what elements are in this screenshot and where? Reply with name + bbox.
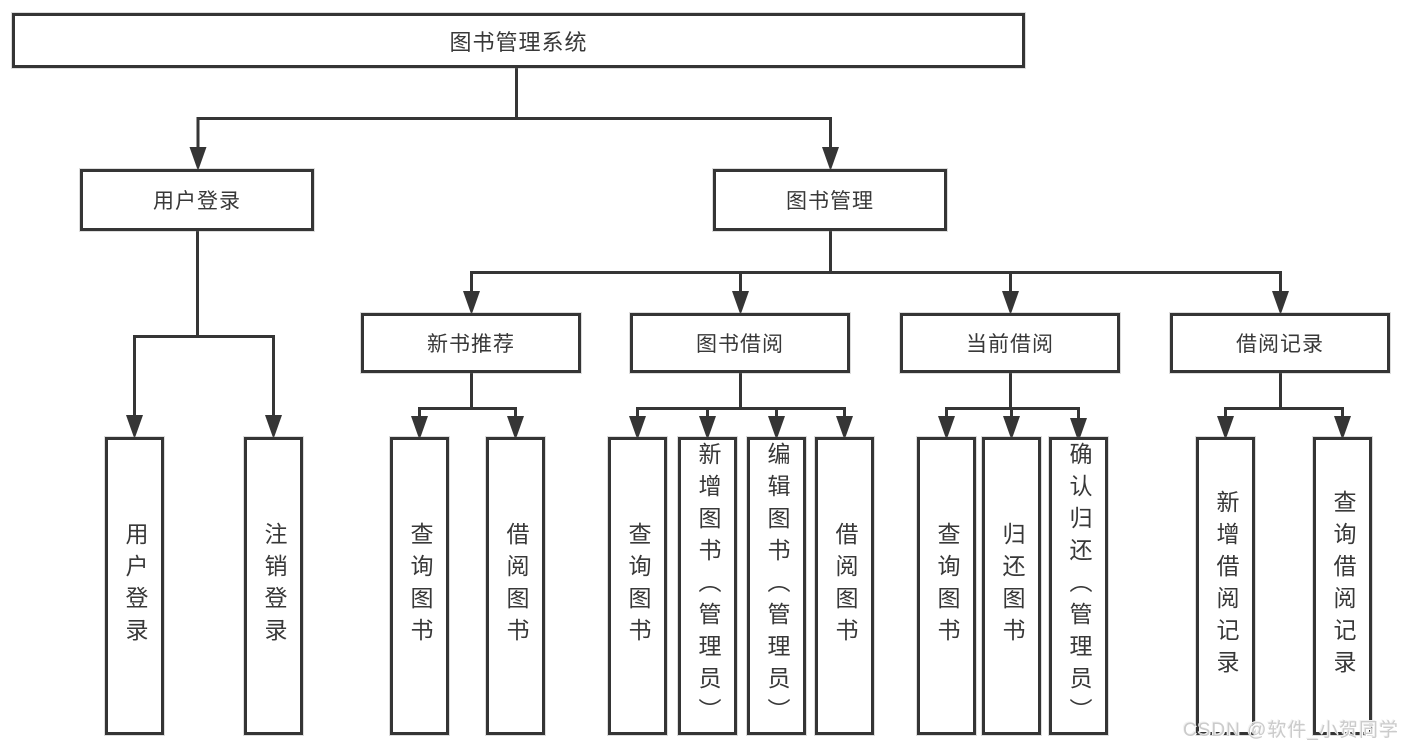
leaf-user-login: 用户登录	[105, 437, 164, 735]
leaf-add-borrow-record: 新增借阅记录	[1196, 437, 1255, 735]
leaf-query-books-borrowing: 查询图书	[608, 437, 667, 735]
node-library-management-system: 图书管理系统	[12, 13, 1025, 68]
leaf-add-books-admin: 新增图书（管理员）	[678, 437, 737, 735]
node-label: 图书管理系统	[449, 29, 588, 55]
node-borrowing-records: 借阅记录	[1170, 313, 1390, 373]
node-label: 编辑图书（管理员）	[764, 442, 790, 730]
node-label: 确认归还（管理员）	[1066, 442, 1092, 730]
leaf-logout: 注销登录	[244, 437, 303, 735]
node-label: 用户登录	[122, 522, 148, 650]
leaf-query-books-recommend: 查询图书	[390, 437, 449, 735]
leaf-return-books: 归还图书	[982, 437, 1041, 735]
leaf-query-books-current: 查询图书	[917, 437, 976, 735]
node-label: 归还图书	[999, 522, 1025, 650]
node-book-borrowing: 图书借阅	[630, 313, 850, 373]
node-book-management: 图书管理	[713, 169, 947, 231]
node-current-borrowing: 当前借阅	[900, 313, 1120, 373]
node-label: 查询图书	[407, 522, 433, 650]
leaf-edit-books-admin: 编辑图书（管理员）	[747, 437, 806, 735]
node-label: 借阅图书	[832, 522, 858, 650]
node-label: 新增图书（管理员）	[695, 442, 721, 730]
node-label: 查询图书	[934, 522, 960, 650]
node-new-book-recommendation: 新书推荐	[361, 313, 581, 373]
node-label: 注销登录	[261, 522, 287, 650]
node-label: 查询借阅记录	[1330, 490, 1356, 682]
node-label: 用户登录	[153, 190, 241, 213]
node-label: 借阅记录	[1236, 333, 1324, 356]
csdn-watermark: CSDN @软件_小贺同学	[1183, 720, 1399, 741]
node-label: 查询图书	[625, 522, 651, 650]
leaf-borrow-books-recommend: 借阅图书	[486, 437, 545, 735]
node-label: 图书借阅	[696, 333, 784, 356]
leaf-confirm-return-admin: 确认归还（管理员）	[1049, 437, 1108, 735]
node-user-login: 用户登录	[80, 169, 314, 231]
leaf-borrow-books: 借阅图书	[815, 437, 874, 735]
node-label: 借阅图书	[503, 522, 529, 650]
arrowheads	[126, 147, 1351, 442]
node-label: 图书管理	[786, 190, 874, 213]
node-label: 新增借阅记录	[1213, 490, 1239, 682]
node-label: 当前借阅	[966, 333, 1054, 356]
node-label: 新书推荐	[427, 333, 515, 356]
leaf-query-borrow-record: 查询借阅记录	[1313, 437, 1372, 735]
